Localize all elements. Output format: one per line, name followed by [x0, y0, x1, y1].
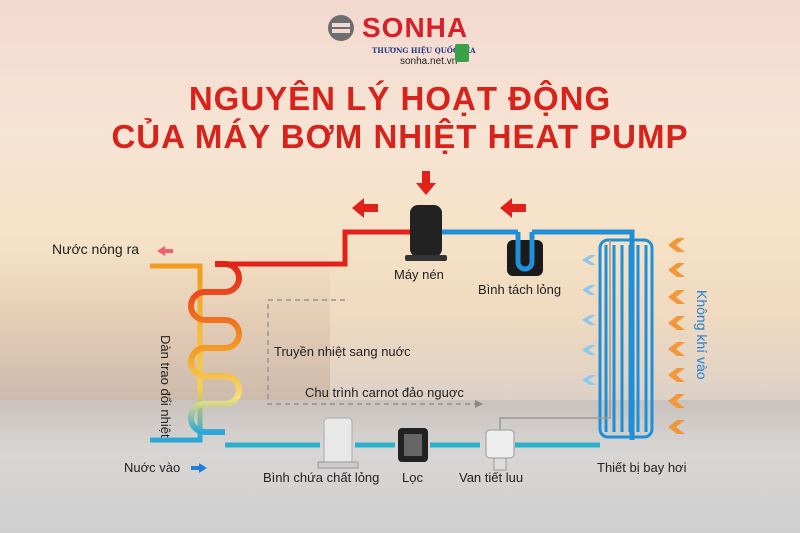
label-carnot-cycle: Chu trình carnot đảo nguợc: [305, 385, 464, 400]
city-background: [0, 250, 330, 400]
cool-air-arrow-icon: [582, 285, 596, 295]
national-brand-icon: [455, 44, 469, 62]
label-heat-exchanger: Dàn trao đổi nhiệt: [158, 335, 173, 438]
sonha-logo: SONHA: [326, 12, 468, 44]
label-heat-transfer: Truyền nhiệt sang nuớc: [274, 344, 411, 359]
label-separator: Bình tách lỏng: [478, 282, 562, 297]
compressor-icon: [405, 205, 447, 261]
hot-water-arrow-icon: [157, 246, 173, 256]
filter-icon: [398, 428, 428, 462]
air-arrow-icon: [668, 420, 685, 434]
label-water-in: Nuớc vào: [124, 460, 181, 475]
air-arrow-icon: [668, 290, 685, 304]
flow-arrow-left-icon: [500, 198, 526, 218]
water-pipe: [150, 263, 203, 443]
expansion-valve-icon: [485, 429, 515, 471]
air-arrow-icon: [668, 342, 685, 356]
logo-website: sonha.net.vn: [400, 56, 458, 67]
liquid-separator-icon: [507, 232, 543, 276]
cool-air-arrow-icon: [582, 375, 596, 385]
label-hot-water-out: Nước nóng ra: [52, 241, 140, 257]
label-expansion-valve: Van tiết luu: [459, 470, 524, 485]
flow-arrow-left-icon: [352, 198, 378, 218]
evaporator-coil: [604, 245, 648, 432]
label-air-in: Không khí vào: [694, 290, 710, 380]
air-arrow-icon: [668, 368, 685, 382]
label-evaporator: Thiết bị bay hơi: [597, 460, 687, 475]
hot-refrigerant-pipe: [225, 229, 412, 267]
air-arrow-icon: [668, 316, 685, 330]
title-line-2: CỦA MÁY BƠM NHIỆT HEAT PUMP: [111, 118, 689, 155]
carnot-cycle-dashed-line: [267, 299, 475, 405]
label-filter: Lọc: [402, 470, 423, 485]
floor-background: [0, 400, 800, 533]
suction-pipe: [440, 229, 635, 440]
label-receiver: Bình chứa chất lỏng: [263, 470, 380, 485]
liquid-receiver-icon: [317, 417, 359, 469]
condenser-coil: [188, 261, 242, 435]
cool-air-arrow-icon: [582, 255, 596, 265]
title-line-1: NGUYÊN LÝ HOẠT ĐỘNG: [188, 80, 612, 117]
water-in-arrow-icon: [191, 463, 207, 473]
air-arrow-icon: [668, 394, 685, 408]
air-arrow-icon: [668, 238, 685, 252]
air-arrow-icon: [668, 263, 685, 277]
logo-brand: SONHA: [362, 12, 469, 43]
logo-slogan: THƯƠNG HIỆU QUỐC GIA: [372, 46, 476, 55]
label-compressor: Máy nén: [394, 267, 444, 282]
cool-air-arrow-icon: [582, 345, 596, 355]
cool-air-arrow-icon: [582, 315, 596, 325]
flow-arrow-down-icon: [416, 171, 436, 195]
sonha-logo-icon: [328, 15, 354, 41]
